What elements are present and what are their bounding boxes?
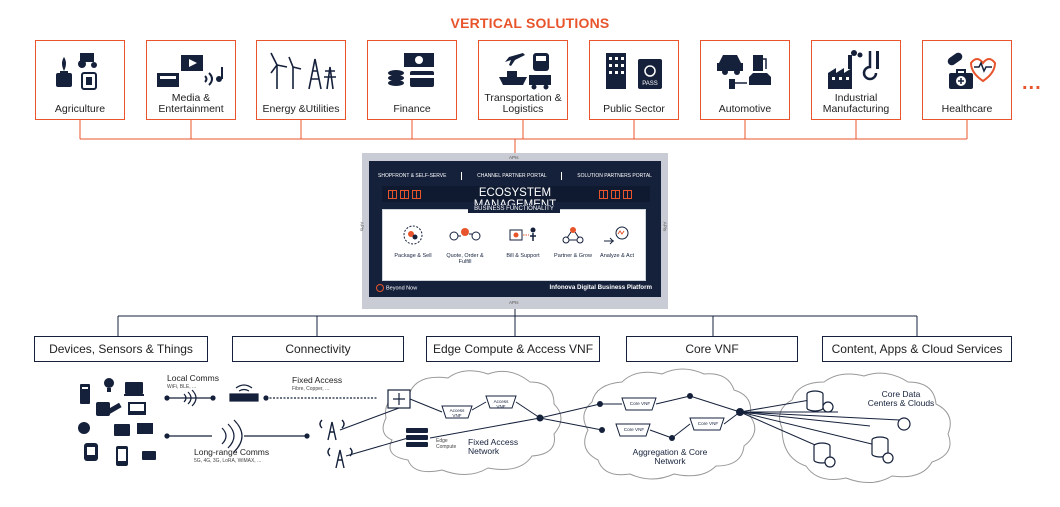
platform-name: Infonova Digital Business Platform: [549, 284, 652, 291]
function-partner-grow[interactable]: Partner & Grow: [548, 224, 598, 259]
portal-solution-partners[interactable]: SOLUTION PARTNERS PORTAL: [577, 173, 652, 179]
vertical-finance[interactable]: Finance: [367, 40, 457, 120]
module-square: [412, 190, 421, 199]
vertical-label: Energy &Utilities: [262, 103, 340, 115]
layer-edge-compute[interactable]: Edge Compute & Access VNF: [426, 336, 600, 362]
section-title: VERTICAL SOLUTIONS: [450, 15, 610, 31]
portal-divider: [561, 172, 563, 180]
bill-support-icon: [509, 227, 536, 241]
local-comms-label: Local Comms: [167, 373, 219, 383]
vertical-transportation[interactable]: Transportation & Logistics: [478, 40, 568, 120]
agriculture-icon: [56, 53, 97, 90]
vertical-label: Industrial Manufacturing: [822, 92, 890, 115]
vertical-media[interactable]: Media & Entertainment: [146, 40, 236, 120]
access-vnf-label: Access VNF: [493, 399, 509, 409]
portal-shopfront[interactable]: SHOPFRONT & SELF-SERVE: [378, 173, 447, 179]
vertical-energy[interactable]: Energy &Utilities: [256, 40, 346, 120]
function-analyze-act[interactable]: Analyze & Act: [592, 224, 642, 259]
fixed-access-cloud: [382, 370, 562, 475]
quote-order-icon: [449, 228, 481, 241]
vertical-label: Healthcare: [941, 103, 993, 115]
vertical-label: Automotive: [718, 103, 772, 115]
vertical-label: Finance: [393, 103, 431, 115]
function-label: Package & Sell: [394, 253, 432, 259]
business-functionality-title: BUSINESS FUNCTIONALITY: [468, 205, 560, 213]
long-range-sub: 5G, 4G, 3G, LoRA, WiMAX, ...: [194, 458, 262, 464]
core-vnf-label: Core VNF: [623, 427, 645, 432]
vertical-healthcare[interactable]: Healthcare: [922, 40, 1012, 120]
function-label: Bill & Support: [506, 253, 540, 259]
layer-content-apps[interactable]: Content, Apps & Cloud Services: [822, 336, 1012, 362]
function-package-sell[interactable]: Package & Sell: [388, 224, 438, 259]
fixed-access-network-label: Fixed Access Network: [468, 437, 519, 456]
core-vnf-label: Core VNF: [697, 421, 719, 426]
vertical-label: Agriculture: [54, 103, 106, 115]
module-square: [388, 190, 397, 199]
analyze-act-icon: [604, 226, 629, 245]
aggregation-core-label: Aggregation & Core Network: [632, 447, 708, 466]
vertical-label: Transportation & Logistics: [484, 92, 562, 115]
vertical-automotive[interactable]: Automotive: [700, 40, 790, 120]
function-label: Analyze & Act: [600, 253, 634, 259]
vertical-industrial[interactable]: Industrial Manufacturing: [811, 40, 901, 120]
function-label: Quote, Order & Fulfill: [446, 253, 484, 265]
module-square: [611, 190, 620, 199]
svg-text:PASS: PASS: [642, 81, 658, 87]
edge-compute-label: Edge Compute: [436, 438, 457, 450]
industrial-icon: [828, 50, 879, 89]
energy-icon: [270, 52, 336, 90]
portal-divider: [461, 172, 463, 180]
portal-bar: SHOPFRONT & SELF-SERVE CHANNEL PARTNER P…: [374, 170, 656, 182]
automotive-icon: [717, 55, 771, 89]
function-label: Partner & Grow: [554, 253, 592, 259]
brand-name: Beyond Now: [386, 285, 418, 292]
business-functionality-panel: [382, 209, 646, 281]
apis-label-bottom: APIs: [509, 300, 519, 305]
layer-connectivity[interactable]: Connectivity: [232, 336, 404, 362]
module-square: [623, 190, 632, 199]
partner-grow-icon: [562, 227, 584, 244]
ecosystem-bar: [382, 186, 650, 202]
vertical-agriculture[interactable]: Agriculture: [35, 40, 125, 120]
layer-core-vnf[interactable]: Core VNF: [626, 336, 798, 362]
access-vnf-label: Access VNF: [449, 408, 465, 418]
fixed-access-label: Fixed Access: [292, 375, 343, 385]
module-square: [599, 190, 608, 199]
portal-channel-partner[interactable]: CHANNEL PARTNER PORTAL: [477, 173, 547, 179]
long-range-comms-label: Long-range Comms: [194, 447, 270, 457]
apis-label-top: APIs: [509, 155, 519, 160]
finance-icon: [388, 53, 434, 87]
module-square: [400, 190, 409, 199]
core-data-centers-label: Core Data Centers & Clouds: [867, 389, 935, 408]
transportation-icon: [499, 53, 551, 90]
vertical-label: Media & Entertainment: [158, 92, 224, 115]
fixed-access-sub: Fibre, Copper, ...: [292, 386, 330, 392]
more-indicator: ...: [1022, 72, 1042, 94]
package-sell-icon: [403, 225, 423, 245]
vertical-label: Public Sector: [603, 103, 665, 115]
core-vnf-label: Core VNF: [629, 401, 651, 406]
local-comms-sub: WiFi, BLE, ...: [167, 384, 197, 390]
brand-mark-icon: [376, 284, 384, 292]
public-sector-icon: PASS: [606, 53, 662, 89]
function-bill-support[interactable]: Bill & Support: [498, 224, 548, 259]
brand-logo: Beyond Now: [376, 284, 417, 292]
media-icon: [157, 55, 223, 87]
function-quote-order[interactable]: Quote, Order & Fulfill: [440, 224, 490, 265]
vertical-public-sector[interactable]: PASS Public Sector: [589, 40, 679, 120]
layer-devices[interactable]: Devices, Sensors & Things: [34, 336, 208, 362]
healthcare-icon: [947, 52, 997, 89]
